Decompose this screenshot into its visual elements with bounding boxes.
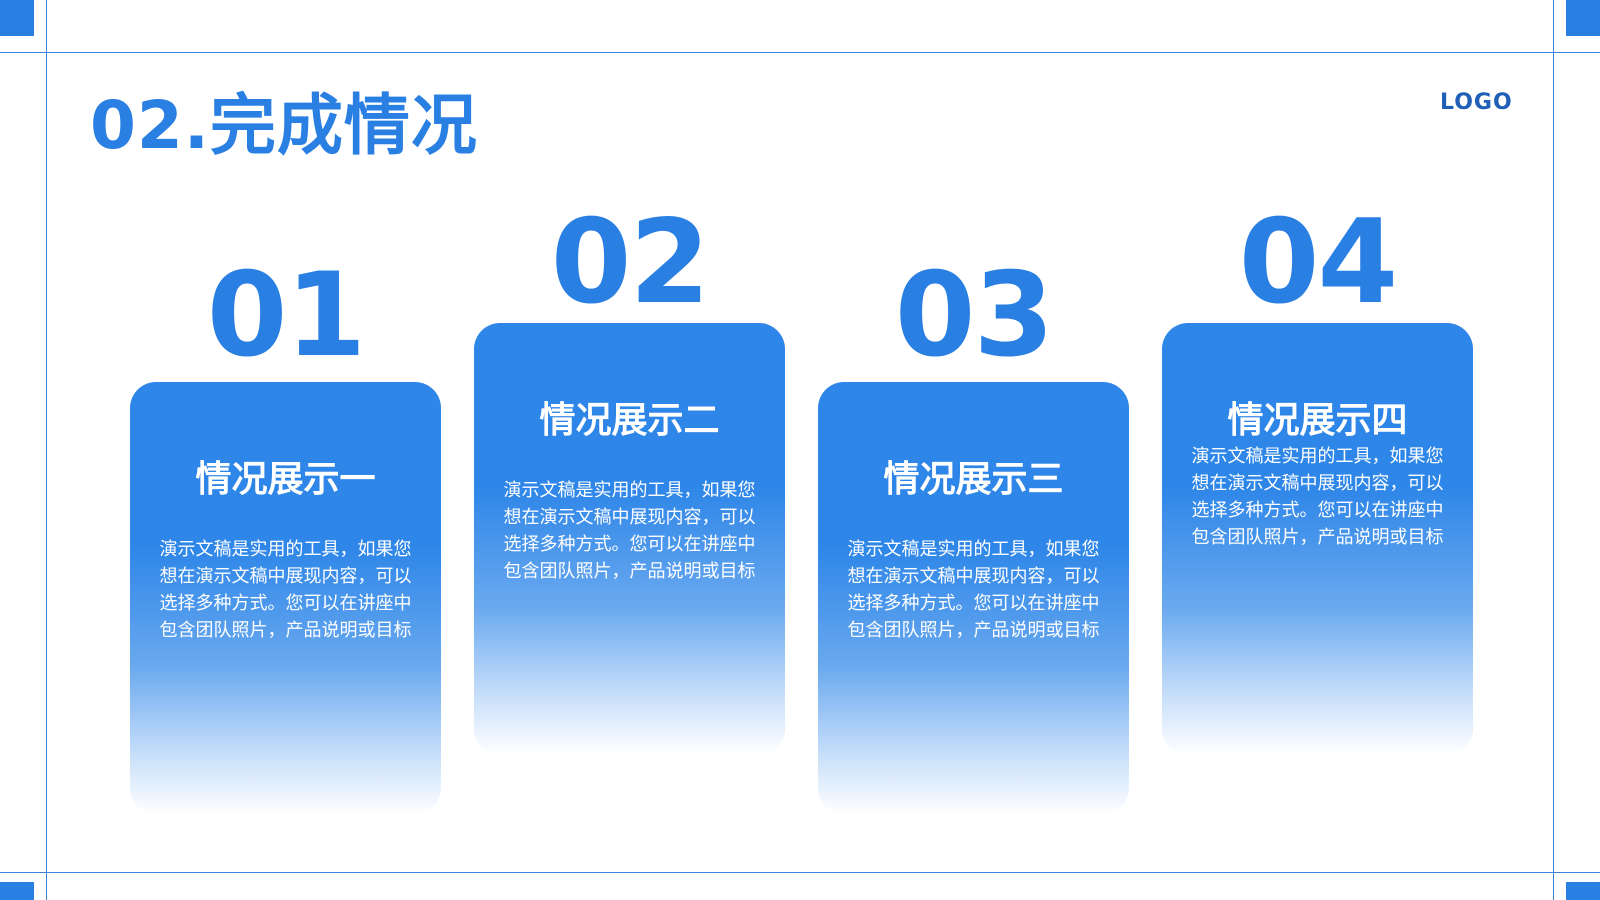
card-group-3: 03 情况展示三 演示文稿是实用的工具，如果您想在演示文稿中展现内容，可以选择多… bbox=[818, 248, 1129, 814]
card-body: 演示文稿是实用的工具，如果您想在演示文稿中展现内容，可以选择多种方式。您可以在讲… bbox=[159, 539, 412, 641]
card: 情况展示三 演示文稿是实用的工具，如果您想在演示文稿中展现内容，可以选择多种方式… bbox=[818, 382, 1129, 814]
card-number: 01 bbox=[206, 248, 366, 383]
corner-square-bottom-right bbox=[1566, 882, 1600, 900]
card-body: 演示文稿是实用的工具，如果您想在演示文稿中展现内容，可以选择多种方式。您可以在讲… bbox=[847, 539, 1100, 641]
card-title: 情况展示二 bbox=[539, 400, 720, 441]
card: 情况展示四 演示文稿是实用的工具，如果您想在演示文稿中展现内容，可以选择多种方式… bbox=[1162, 323, 1473, 755]
card-body: 演示文稿是实用的工具，如果您想在演示文稿中展现内容，可以选择多种方式。您可以在讲… bbox=[503, 480, 756, 582]
card-title: 情况展示一 bbox=[195, 459, 376, 500]
card: 情况展示一 演示文稿是实用的工具，如果您想在演示文稿中展现内容，可以选择多种方式… bbox=[130, 382, 441, 814]
corner-square-bottom-left bbox=[0, 882, 34, 900]
card-body: 演示文稿是实用的工具，如果您想在演示文稿中展现内容，可以选择多种方式。您可以在讲… bbox=[1191, 446, 1444, 548]
corner-square-top-left bbox=[0, 0, 34, 36]
card-title: 情况展示三 bbox=[883, 459, 1064, 500]
card-title: 情况展示四 bbox=[1227, 400, 1408, 441]
card-group-2: 02 情况展示二 演示文稿是实用的工具，如果您想在演示文稿中展现内容，可以选择多… bbox=[474, 195, 785, 755]
card-number: 02 bbox=[550, 195, 710, 330]
frame-line-bottom bbox=[0, 872, 1600, 873]
logo: LOGO bbox=[1440, 90, 1513, 115]
card-number: 04 bbox=[1238, 195, 1398, 330]
card-group-4: 04 情况展示四 演示文稿是实用的工具，如果您想在演示文稿中展现内容，可以选择多… bbox=[1162, 195, 1473, 755]
frame-line-left bbox=[46, 0, 47, 900]
card: 情况展示二 演示文稿是实用的工具，如果您想在演示文稿中展现内容，可以选择多种方式… bbox=[474, 323, 785, 755]
frame-line-top bbox=[0, 52, 1600, 53]
card-group-1: 01 情况展示一 演示文稿是实用的工具，如果您想在演示文稿中展现内容，可以选择多… bbox=[130, 248, 441, 814]
corner-square-top-right bbox=[1566, 0, 1600, 36]
frame-line-right bbox=[1553, 0, 1554, 900]
page-title: 02.完成情况 bbox=[90, 87, 478, 164]
card-number: 03 bbox=[894, 248, 1054, 383]
